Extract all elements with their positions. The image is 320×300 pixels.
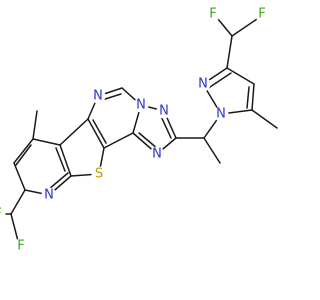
atom-n: N [41,187,57,203]
bond [217,18,233,37]
bond [59,118,89,146]
bond [101,93,122,101]
atom-label-s: S [95,167,103,182]
atom-label-background [13,238,29,254]
atom-label-background [91,166,107,182]
bond-layer [0,18,278,242]
molecule-structure-diagram: FFNNNNNNSNFF [0,6,278,254]
atom-label-n: N [152,147,162,162]
atom-label-background [149,146,165,162]
bond [138,132,159,150]
atom-f: F [254,6,270,22]
bond [92,119,107,144]
atom-n: N [213,106,229,122]
atom-f: F [0,207,6,222]
atom-label-n: N [44,188,54,203]
bond [32,110,38,140]
atom-label-f: F [17,239,24,254]
atom-label-background [195,76,211,92]
atom-f: F [205,6,221,22]
atom-label-n: N [198,77,208,92]
bond [48,172,69,190]
atom-label-f: F [209,7,216,22]
atom-label-background [156,103,172,119]
atom-n: N [133,97,149,113]
atom-label-background [213,106,229,122]
bond [206,72,232,90]
atom-label-layer: FFNNNNNNSNFF [0,6,270,254]
atom-label-n: N [159,104,169,119]
atom-label-f: F [258,7,265,22]
bond [103,132,134,149]
bond [231,18,258,37]
atom-label-background [0,206,6,222]
bond [59,144,72,177]
atom-n: N [149,146,165,162]
bond [55,147,66,172]
atom-n: N [156,103,172,119]
atom-label-n: N [136,98,146,113]
bond [251,83,255,111]
atom-s: S [91,166,107,182]
bond [10,213,19,242]
bond [32,138,61,146]
atom-label-background [254,6,270,22]
atom-label-n: N [216,107,226,122]
bond [246,86,250,109]
bond [251,109,278,129]
bond [13,162,26,191]
atom-label-background [90,88,106,104]
atom-label-background [205,6,221,22]
atom-n: N [195,76,211,92]
bond [13,138,34,164]
atom-label-f: F [0,207,2,222]
bond [226,67,255,85]
bond [87,118,105,149]
atom-label-background [41,187,57,203]
bond [15,144,32,166]
atom-n: N [90,88,106,104]
atom-label-background [133,97,149,113]
bond [203,137,221,164]
bond [10,189,26,215]
atom-label-n: N [93,89,103,104]
atom-f: F [13,238,29,254]
bond [226,35,233,69]
